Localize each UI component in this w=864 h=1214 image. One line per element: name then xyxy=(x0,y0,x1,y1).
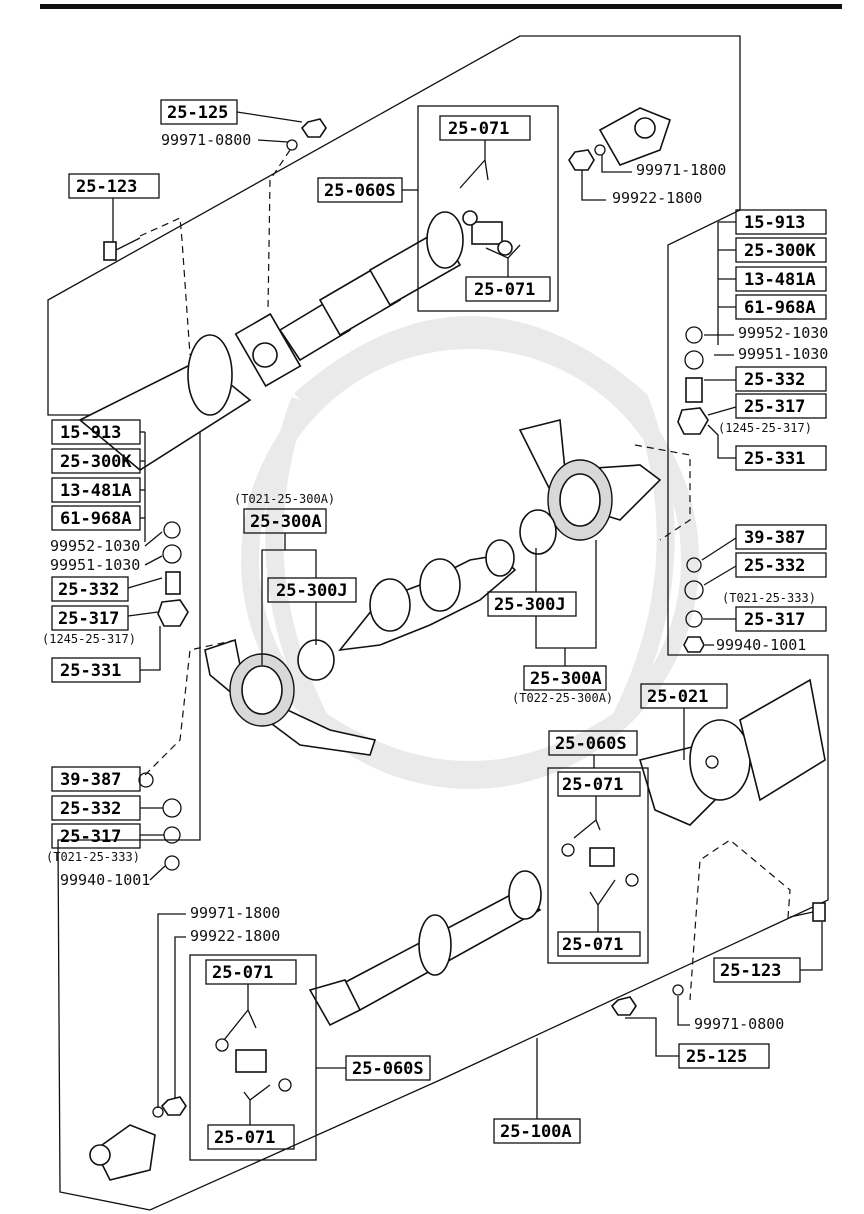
left-column-callouts: 15-913 25-300K 13-481A 61-968A 99952-103… xyxy=(42,419,166,889)
bottom-right-callouts: 25-123 99971-0800 25-125 25-100A xyxy=(493,922,823,1144)
bottom-left-callouts: 99971-1800 99922-1800 25-071 25-060S 25-… xyxy=(157,904,431,1150)
bottom-yoke-flange xyxy=(89,1124,156,1181)
callout-25-123-top: 25-123 xyxy=(76,177,137,197)
center2-25-300A: 25-300A xyxy=(530,669,602,689)
center-25-300J: 25-300J xyxy=(276,581,348,601)
top-border xyxy=(40,4,842,9)
left-25-300K: 25-300K xyxy=(60,452,132,472)
left-39-387: 39-387 xyxy=(60,770,121,790)
front-shaft-assembly xyxy=(78,211,464,471)
left-15-913: 15-913 xyxy=(60,423,121,443)
callout-99922-1800-top: 99922-1800 xyxy=(612,189,702,207)
bottom-25-060S: 25-060S xyxy=(352,1059,424,1079)
left-99951-1030: 99951-1030 xyxy=(50,556,140,574)
left-center-bearing xyxy=(204,638,377,756)
left-25-332-b: 25-332 xyxy=(60,799,121,819)
left-13-481A: 13-481A xyxy=(60,481,132,501)
rear-bolt-dash xyxy=(689,839,791,1001)
bottom-cross-spider xyxy=(215,1038,292,1092)
callout-25-125-top: 25-125 xyxy=(167,103,228,123)
left-99940-1001: 99940-1001 xyxy=(60,871,150,889)
top-washer xyxy=(286,139,298,151)
left-column-small-parts xyxy=(138,521,189,871)
rear-nut xyxy=(610,996,637,1016)
center2-T022-25-300A: (T022-25-300A) xyxy=(512,691,613,705)
upper-cross-spider xyxy=(462,210,513,256)
center-callouts: (T021-25-300A) 25-300A 25-300J 25-300J 2… xyxy=(234,492,728,760)
top-nut xyxy=(300,118,327,138)
right-T021-25-333: (T021-25-333) xyxy=(722,591,816,605)
bottom-ujoint-box xyxy=(189,954,317,1161)
rear-shaft-assembly xyxy=(308,870,542,1027)
right-25-071-a: 25-071 xyxy=(562,775,623,795)
right-center-bearing xyxy=(518,418,662,555)
bottom-25-071-b: 25-071 xyxy=(214,1128,275,1148)
callout-99971-1800-top: 99971-1800 xyxy=(636,161,726,179)
left-25-332: 25-332 xyxy=(58,580,119,600)
bottom-99971-0800: 99971-0800 xyxy=(694,1015,784,1033)
rear-flange-yoke xyxy=(638,678,826,826)
right-column-small-parts xyxy=(677,326,709,653)
left-99952-1030: 99952-1030 xyxy=(50,537,140,555)
bottom-washer xyxy=(152,1106,164,1118)
right-25-021: 25-021 xyxy=(647,687,708,707)
bottom-nut xyxy=(160,1096,187,1116)
center-25-300A: 25-300A xyxy=(250,512,322,532)
right-99952-1030: 99952-1030 xyxy=(738,324,828,342)
frame-outline xyxy=(47,35,829,1211)
right-ujoint-callouts: 25-060S 25-071 25-071 xyxy=(548,730,641,957)
callout-25-071-a: 25-071 xyxy=(448,119,509,139)
bottom-25-125: 25-125 xyxy=(686,1047,747,1067)
center-T021-25-300A: (T021-25-300A) xyxy=(234,492,335,506)
right-13-481A: 13-481A xyxy=(744,270,816,290)
center2-25-300J: 25-300J xyxy=(494,595,566,615)
center-shaft xyxy=(338,539,517,652)
right-61-968A: 61-968A xyxy=(744,298,816,318)
left-61-968A: 61-968A xyxy=(60,509,132,529)
rear-bolt-icon xyxy=(789,902,826,922)
bottom-99971-1800: 99971-1800 xyxy=(190,904,280,922)
top-yoke-flange xyxy=(568,107,671,171)
right-25-317-b: 25-317 xyxy=(744,610,805,630)
top-bolt-icon xyxy=(103,237,141,261)
right-1245-25-317: (1245-25-317) xyxy=(718,421,812,435)
right-99940-1001: 99940-1001 xyxy=(716,636,806,654)
right-25-071-b: 25-071 xyxy=(562,935,623,955)
callout-99971-0800-top: 99971-0800 xyxy=(161,131,251,149)
right-cross-spider xyxy=(561,843,639,887)
callout-25-060S-top: 25-060S xyxy=(324,181,396,201)
right-column-callouts: 15-913 25-300K 13-481A 61-968A 99952-103… xyxy=(701,209,828,654)
left-bearing-dash xyxy=(144,639,237,776)
bottom-25-100A: 25-100A xyxy=(500,1122,572,1142)
left-25-317: 25-317 xyxy=(58,609,119,629)
left-T021-25-333: (T021-25-333) xyxy=(46,850,140,864)
bottom-25-071-a: 25-071 xyxy=(212,963,273,983)
right-25-060S: 25-060S xyxy=(555,734,627,754)
bottom-99922-1800: 99922-1800 xyxy=(190,927,280,945)
right-25-317: 25-317 xyxy=(744,397,805,417)
left-25-331: 25-331 xyxy=(60,661,121,681)
right-25-331: 25-331 xyxy=(744,449,805,469)
right-bearing-dash xyxy=(634,444,691,541)
callout-25-071-b: 25-071 xyxy=(474,280,535,300)
right-25-300K: 25-300K xyxy=(744,241,816,261)
rear-washer xyxy=(672,984,684,996)
top-bolt-dash xyxy=(139,217,191,356)
left-1245-25-317: (1245-25-317) xyxy=(42,632,136,646)
upper-ujoint-box xyxy=(417,105,559,312)
right-25-332-b: 25-332 xyxy=(744,556,805,576)
bottom-25-123: 25-123 xyxy=(720,961,781,981)
top-nut-dash xyxy=(267,149,291,311)
right-99951-1030: 99951-1030 xyxy=(738,345,828,363)
right-15-913: 15-913 xyxy=(744,213,805,233)
left-25-317-b: 25-317 xyxy=(60,827,121,847)
right-25-332: 25-332 xyxy=(744,370,805,390)
right-ujoint-box xyxy=(547,767,649,964)
right-39-387: 39-387 xyxy=(744,528,805,548)
